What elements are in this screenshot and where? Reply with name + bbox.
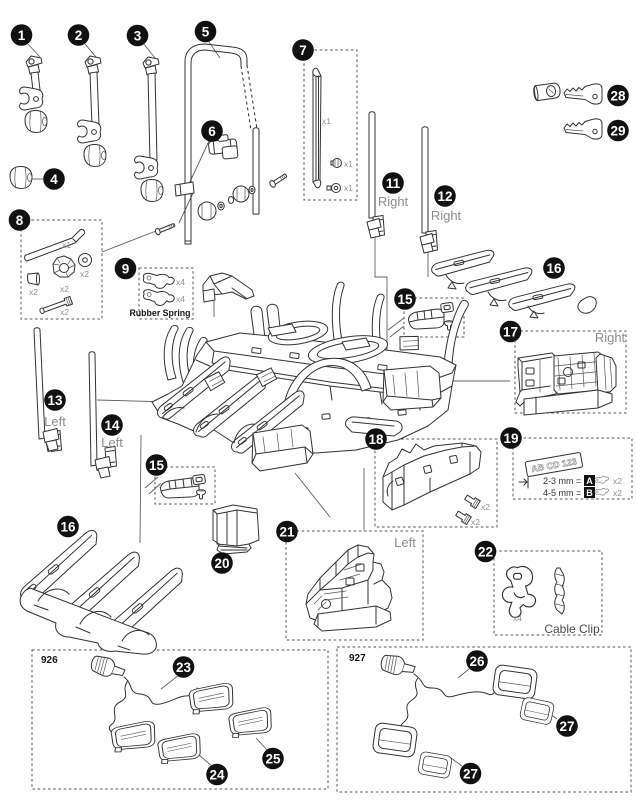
svg-text:x2: x2	[481, 502, 490, 512]
svg-text:x4: x4	[513, 613, 522, 623]
svg-text:B: B	[586, 488, 593, 498]
svg-text:x2: x2	[60, 307, 69, 317]
svg-text:8: 8	[16, 213, 24, 228]
svg-text:13: 13	[47, 393, 63, 408]
svg-text:Right: Right	[595, 330, 626, 345]
svg-text:6: 6	[208, 124, 216, 139]
svg-text:x1: x1	[344, 159, 353, 169]
svg-text:x4: x4	[176, 277, 185, 287]
svg-text:2: 2	[75, 28, 83, 43]
svg-text:Left: Left	[101, 435, 123, 450]
svg-text:3: 3	[134, 29, 142, 44]
svg-text:x2: x2	[60, 284, 69, 294]
svg-text:x4: x4	[176, 294, 185, 304]
svg-text:5: 5	[202, 25, 210, 40]
svg-text:18: 18	[368, 432, 384, 447]
svg-text:Right: Right	[378, 194, 409, 209]
svg-text:1: 1	[18, 28, 26, 43]
svg-text:4-5 mm =: 4-5 mm =	[543, 488, 581, 498]
svg-text:15: 15	[149, 458, 165, 473]
svg-text:16: 16	[546, 261, 562, 276]
svg-text:x2: x2	[613, 476, 622, 486]
svg-text:x1: x1	[322, 116, 331, 126]
svg-text:12: 12	[437, 189, 452, 204]
svg-text:x1: x1	[344, 183, 353, 193]
svg-text:19: 19	[503, 431, 518, 446]
svg-text:Cable Clip: Cable Clip	[544, 622, 600, 636]
svg-text:A: A	[586, 476, 593, 486]
svg-text:26: 26	[469, 654, 485, 669]
svg-text:14: 14	[104, 418, 120, 433]
svg-text:20: 20	[214, 556, 229, 571]
svg-text:23: 23	[176, 660, 192, 675]
svg-text:926: 926	[41, 655, 58, 666]
svg-text:17: 17	[503, 325, 518, 340]
svg-text:27: 27	[559, 719, 574, 734]
svg-text:9: 9	[122, 262, 130, 277]
svg-text:21: 21	[279, 525, 295, 540]
svg-text:11: 11	[386, 176, 401, 191]
svg-text:x1: x1	[62, 240, 71, 250]
svg-text:Right: Right	[431, 208, 462, 223]
svg-text:4: 4	[50, 172, 58, 187]
svg-text:x2: x2	[471, 517, 480, 527]
svg-text:x2: x2	[29, 287, 38, 297]
svg-text:Left: Left	[394, 535, 416, 550]
svg-text:7: 7	[299, 43, 307, 58]
svg-text:25: 25	[265, 752, 281, 767]
svg-text:x2: x2	[80, 269, 89, 279]
svg-text:x2: x2	[613, 488, 622, 498]
svg-text:2-3 mm =: 2-3 mm =	[543, 476, 581, 486]
svg-text:Left: Left	[44, 414, 66, 429]
svg-text:28: 28	[610, 89, 626, 104]
svg-text:24: 24	[209, 768, 225, 783]
svg-text:29: 29	[610, 124, 625, 139]
svg-text:27: 27	[463, 767, 478, 782]
svg-text:15: 15	[397, 292, 413, 307]
svg-text:Rubber Spring: Rubber Spring	[129, 308, 190, 318]
svg-text:22: 22	[478, 545, 493, 560]
svg-text:16: 16	[60, 520, 76, 535]
svg-text:927: 927	[349, 653, 366, 664]
